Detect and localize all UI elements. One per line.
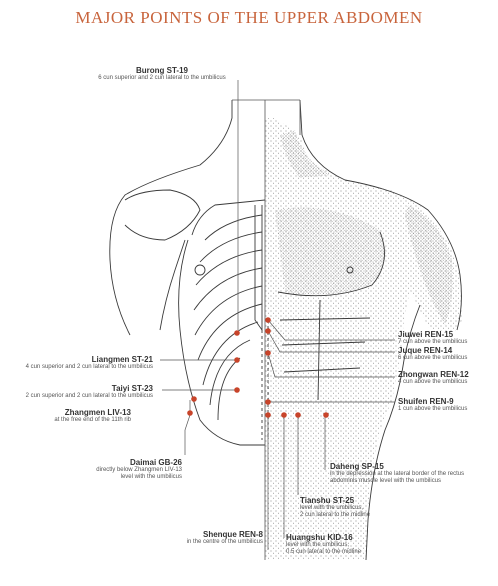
label-shenque-desc: in the centre of the umbilicus xyxy=(186,539,263,546)
label-huangshu: Huangshu KID-16 level with the umbilicus… xyxy=(286,533,361,556)
right-torso-outline xyxy=(277,99,462,561)
diagram-title: MAJOR POINTS OF THE UPPER ABDOMEN xyxy=(75,8,423,27)
label-daimai-desc-1: directly below Zhangmen LIV-13 xyxy=(96,467,182,474)
acupoint-tianshu xyxy=(295,412,301,418)
label-tianshu-desc-2: 2 cun lateral to the midline xyxy=(300,512,371,519)
label-juque-name: Juque REN-14 xyxy=(398,346,453,355)
label-daimai-name: Daimai GB-26 xyxy=(129,458,182,467)
acupoint-zhongwan xyxy=(265,350,271,356)
label-huangshu-desc-1: level with the umbilicus, xyxy=(286,542,350,549)
label-shuifen-desc: 1 cun above the umbilicus xyxy=(398,406,468,413)
label-zhongwan: Zhongwan REN-12 4 cun above the umbilicu… xyxy=(398,370,469,386)
acupoint-shenque xyxy=(265,412,271,418)
label-zhongwan-desc: 4 cun above the umbilicus xyxy=(398,379,468,386)
label-jiuwei-desc: 7 cun above the umbilicus xyxy=(398,339,468,346)
label-taiyi-name: Taiyi ST-23 xyxy=(111,384,153,393)
label-jiuwei: Jiuwei REN-15 7 cun above the umbilicus xyxy=(398,330,467,346)
label-huangshu-name: Huangshu KID-16 xyxy=(286,533,353,542)
acupoint-juque xyxy=(265,328,271,334)
label-daheng: Daheng SP-15 in the depression at the la… xyxy=(330,462,464,485)
acupoint-shuifen xyxy=(265,399,271,405)
label-daheng-desc-1: in the depression at the lateral border … xyxy=(330,471,465,478)
label-tianshu-desc-1: level with the umbilicus, xyxy=(300,505,364,512)
acupoint-daimai xyxy=(187,410,193,416)
label-tianshu: Tianshu ST-25 level with the umbilicus, … xyxy=(300,496,370,519)
label-shenque: Shenque REN-8 in the centre of the umbil… xyxy=(187,530,263,546)
label-taiyi-desc: 2 cun superior and 2 cun lateral to the … xyxy=(25,393,153,400)
left-skeleton-outline xyxy=(109,100,269,446)
label-taiyi: Taiyi ST-23 2 cun superior and 2 cun lat… xyxy=(26,384,153,400)
label-shenque-name: Shenque REN-8 xyxy=(202,530,263,539)
acupoint-dots xyxy=(187,317,329,418)
label-shuifen: Shuifen REN-9 1 cun above the umbilicus xyxy=(398,397,467,413)
leader-lines xyxy=(160,80,395,550)
right-torso-shading xyxy=(265,118,462,560)
label-zhongwan-name: Zhongwan REN-12 xyxy=(398,370,469,379)
acupoint-burong xyxy=(234,330,240,336)
acupoint-liangmen xyxy=(234,357,240,363)
label-liangmen-name: Liangmen ST-21 xyxy=(91,355,153,364)
label-burong-name: Burong ST-19 xyxy=(135,66,188,75)
label-daheng-desc-2: abdominis muscle level with the umbilicu… xyxy=(330,478,442,485)
label-jiuwei-name: Jiuwei REN-15 xyxy=(398,330,454,339)
acupoint-taiyi xyxy=(234,387,240,393)
acupoint-huangshu xyxy=(281,412,287,418)
label-huangshu-desc-2: 0.5 cun lateral to the midline xyxy=(286,549,362,556)
label-daheng-name: Daheng SP-15 xyxy=(330,462,384,471)
label-liangmen: Liangmen ST-21 4 cun superior and 2 cun … xyxy=(26,355,153,371)
label-burong-desc: 6 cun superior and 2 cun lateral to the … xyxy=(98,75,226,82)
acupoint-zhangmen xyxy=(191,396,197,402)
label-juque: Juque REN-14 6 cun above the umbilicus xyxy=(398,346,467,362)
label-zhangmen-name: Zhangmen LIV-13 xyxy=(64,408,131,417)
acupoint-daheng xyxy=(323,412,329,418)
label-liangmen-desc: 4 cun superior and 2 cun lateral to the … xyxy=(25,364,153,371)
label-tianshu-name: Tianshu ST-25 xyxy=(300,496,355,505)
midline xyxy=(232,99,301,560)
label-shuifen-name: Shuifen REN-9 xyxy=(398,397,454,406)
label-daimai-desc-2: level with the umbilicus xyxy=(120,474,182,481)
label-zhangmen-desc: at the free end of the 11th rib xyxy=(54,417,131,424)
label-zhangmen: Zhangmen LIV-13 at the free end of the 1… xyxy=(54,408,131,424)
label-juque-desc: 6 cun above the umbilicus xyxy=(398,355,468,362)
label-burong: Burong ST-19 6 cun superior and 2 cun la… xyxy=(92,66,232,82)
acupoint-jiuwei xyxy=(265,317,271,323)
label-daimai: Daimai GB-26 directly below Zhangmen LIV… xyxy=(96,458,182,481)
